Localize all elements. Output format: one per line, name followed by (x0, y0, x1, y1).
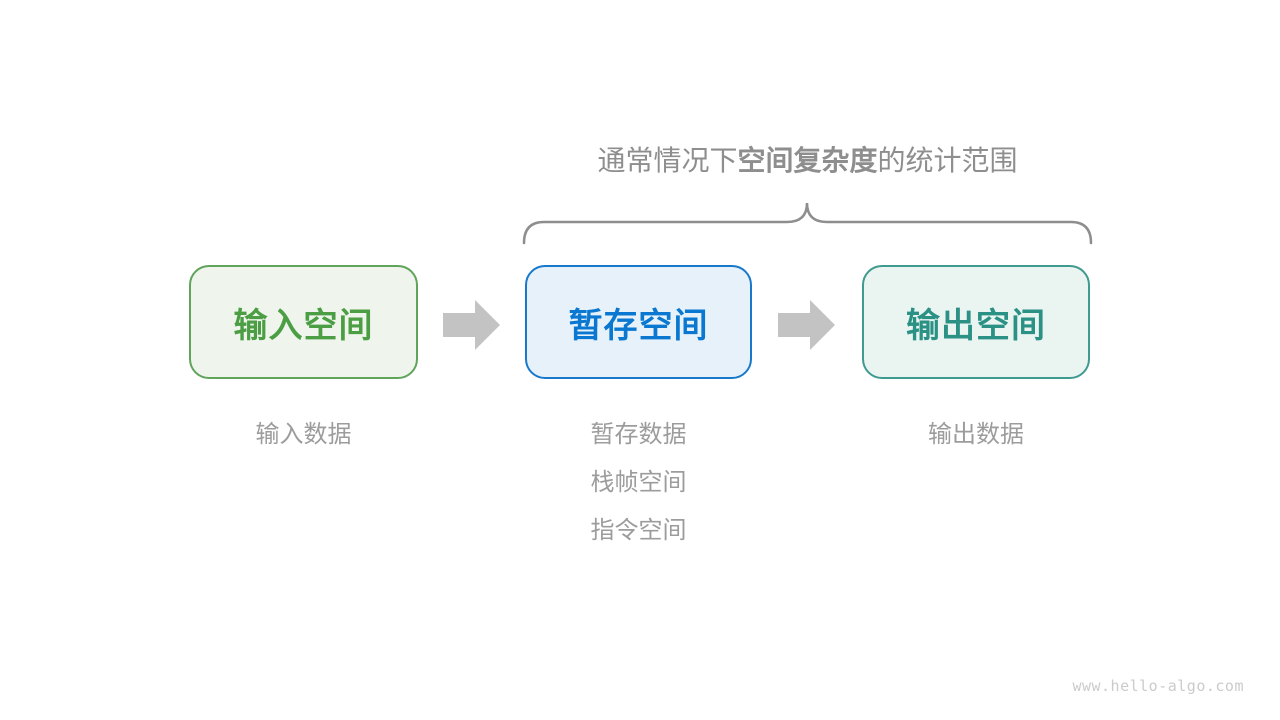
notes-output-space: 输出数据 (862, 411, 1090, 459)
box-input-space-label: 输入空间 (233, 306, 374, 345)
watermark: www.hello-algo.com (1072, 677, 1244, 695)
note-input-data: 输入数据 (255, 421, 352, 448)
arrow-right-icon (443, 300, 500, 350)
arrow-right-icon (778, 300, 835, 350)
box-output-space-label: 输出空间 (906, 306, 1046, 345)
arrow-right-shape (443, 300, 500, 350)
box-input-space: 输入空间 (189, 265, 418, 379)
notes-buffer-space: 暂存数据 栈帧空间 指令空间 (525, 411, 752, 555)
note-instruction-space: 指令空间 (590, 517, 687, 544)
box-output-space: 输出空间 (862, 265, 1090, 379)
arrow-right-shape (778, 300, 835, 350)
note-stack-frame-space: 栈帧空间 (590, 469, 687, 496)
box-buffer-space-label: 暂存空间 (568, 306, 709, 345)
curly-brace-path (522, 202, 1093, 245)
title-prefix: 通常情况下 (597, 145, 738, 176)
box-buffer-space: 暂存空间 (525, 265, 752, 379)
title-suffix: 的统计范围 (877, 145, 1018, 176)
title-bold-term: 空间复杂度 (737, 145, 878, 176)
curly-brace-up-icon (522, 202, 1093, 245)
note-buffer-data: 暂存数据 (590, 421, 687, 448)
note-output-data: 输出数据 (928, 421, 1024, 448)
notes-input-space: 输入数据 (189, 411, 418, 459)
diagram-title: 通常情况下空间复杂度的统计范围 (524, 144, 1091, 178)
